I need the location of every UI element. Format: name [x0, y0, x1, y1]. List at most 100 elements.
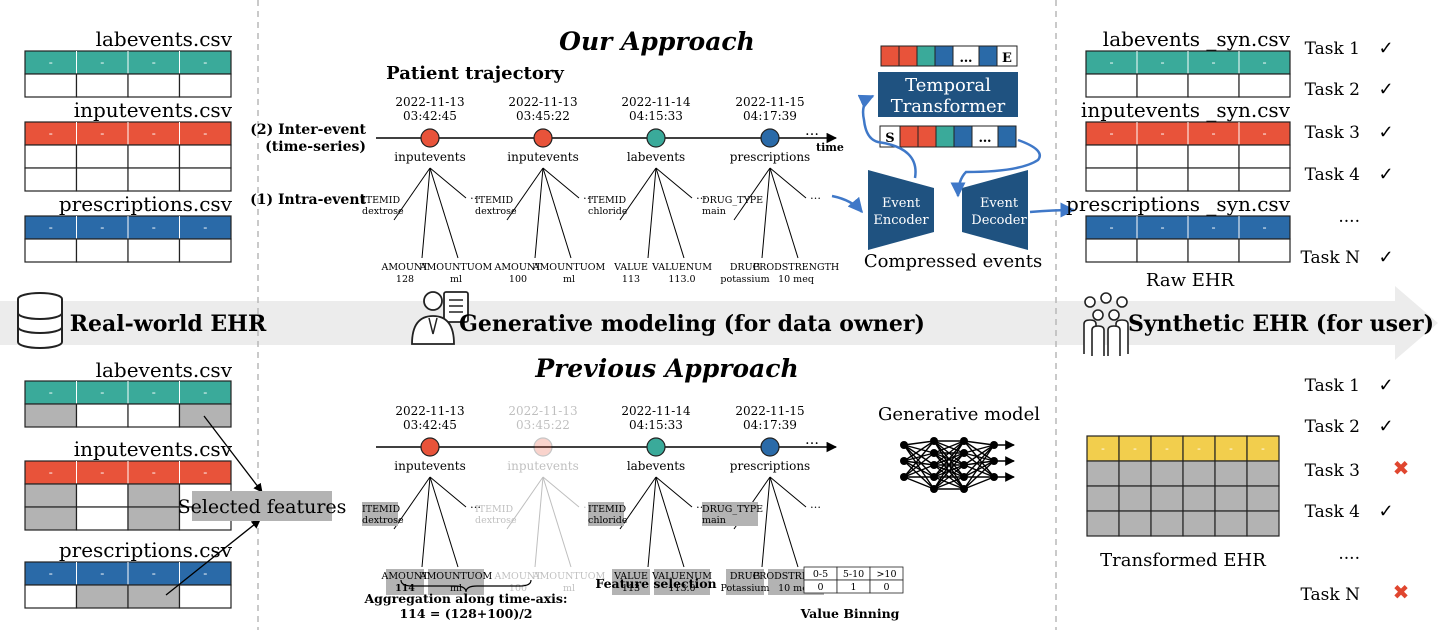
- nn-edge: [903, 464, 935, 478]
- header-mark: -: [1160, 221, 1164, 235]
- leaf-key: AMOUNTUOM: [419, 262, 493, 273]
- intra-event-label: (1) Intra-event: [250, 192, 366, 208]
- transformed-cell: [1246, 485, 1280, 512]
- tree-ellipsis: …: [470, 189, 481, 202]
- nn-node: [900, 473, 908, 481]
- table-cell: [127, 167, 181, 192]
- table-name-labevents-csv: labevents.csv: [96, 27, 233, 51]
- syn-check-icon: ✓: [1378, 247, 1393, 268]
- table-cell: [1238, 73, 1291, 98]
- users-icon: [1083, 292, 1129, 356]
- tree-ellipsis: …: [696, 189, 707, 202]
- tree-edge: [534, 167, 544, 259]
- event-3: 2022-11-1504:17:39prescriptions…DRUG_TYP…: [702, 95, 839, 285]
- syn-task: Task N: [1301, 248, 1361, 268]
- syn-task: ....: [1338, 207, 1360, 227]
- tree-edge: [542, 167, 572, 259]
- nn-edge: [963, 460, 995, 478]
- leaf-value: 10 meq: [778, 274, 814, 285]
- header-mark: -: [1133, 442, 1137, 455]
- leaf-key: VALUENUM: [651, 262, 712, 273]
- leaf-value: dextrose: [475, 206, 517, 217]
- token-start-label: S: [885, 131, 894, 146]
- nn-edge: [963, 452, 995, 478]
- event-time: 04:17:39: [743, 109, 797, 123]
- data-owner-icon: [411, 291, 469, 345]
- user-head: [1108, 309, 1120, 321]
- header-mark: -: [1109, 127, 1113, 141]
- table-cell: [75, 238, 129, 263]
- tree-edge: [421, 476, 431, 568]
- nn-node: [960, 473, 968, 481]
- syn-table-1: ----: [1085, 121, 1291, 192]
- header-mark: -: [203, 56, 207, 70]
- prev-table-name: labevents.csv: [96, 358, 233, 382]
- timeline-ellipsis: …: [805, 123, 819, 139]
- event-date: 2022-11-15: [735, 404, 804, 418]
- header-mark: -: [1165, 442, 1169, 455]
- nn-edge: [933, 440, 965, 466]
- transformed-cell: [1246, 460, 1280, 487]
- header-mark: -: [1211, 56, 1215, 70]
- token: [898, 45, 918, 67]
- transformed-cell: [1118, 460, 1152, 487]
- syn-task: Task 2: [1305, 80, 1360, 100]
- arrow-encoder-to-transformer: [857, 94, 917, 179]
- token-dots-label: …: [979, 131, 992, 146]
- header-mark: -: [152, 221, 156, 235]
- header-mark: -: [100, 466, 104, 480]
- table-cell: [24, 73, 78, 98]
- event-2: 2022-11-1404:15:33labevents…ITEMIDchlori…: [588, 404, 712, 595]
- db-body: [17, 299, 63, 349]
- table-cell: [127, 144, 181, 169]
- tree-edge: [534, 476, 544, 568]
- event-time: 03:45:22: [516, 418, 570, 432]
- nn-node: [960, 437, 968, 445]
- leaf-highlight: [428, 569, 484, 595]
- table-cell: [178, 584, 232, 609]
- nn-edge: [903, 444, 935, 466]
- leaf-value: ml: [450, 274, 462, 285]
- encoder-label-2: Encoder: [873, 213, 929, 228]
- event-time: 04:15:33: [629, 109, 683, 123]
- header-mark: -: [49, 466, 53, 480]
- token-end-label: E: [1002, 51, 1012, 66]
- timeline-ellipsis: …: [805, 432, 819, 448]
- leaf-key: DRUG: [730, 571, 760, 582]
- event-node-labevents: [646, 128, 666, 148]
- token: [880, 45, 900, 67]
- header-mark: -: [1211, 221, 1215, 235]
- nn-edge: [903, 452, 935, 478]
- tree-edge: [429, 476, 467, 508]
- nn-edge: [933, 440, 965, 478]
- leaf-key: AMOUNTUOM: [532, 262, 606, 273]
- table-cell: [1187, 73, 1240, 98]
- prev-task: Task 4: [1305, 502, 1360, 522]
- prev-task: ....: [1338, 544, 1360, 564]
- nn-node: [960, 449, 968, 457]
- syn-check-icon: ✓: [1378, 38, 1393, 59]
- transformed-header-cell: [1182, 435, 1216, 462]
- leaf-value: 100: [509, 583, 527, 594]
- tree-edge: [733, 167, 771, 221]
- leaf-highlight: [726, 569, 764, 595]
- temporal-label: Temporal: [905, 75, 991, 96]
- header-mark: -: [1262, 221, 1266, 235]
- table-cell: [178, 167, 232, 192]
- leaf-value: 113.0: [668, 274, 695, 285]
- nn-edge: [963, 452, 995, 462]
- tree-edge: [761, 167, 771, 259]
- table-cell: [178, 238, 232, 263]
- band-gen-label: Generative modeling (for data owner): [459, 311, 925, 337]
- leaf-key: ITEMID: [362, 195, 401, 206]
- user-head: [1116, 296, 1128, 308]
- nn-edge: [963, 440, 995, 478]
- nn-edge: [963, 444, 995, 454]
- table-cell: [1136, 238, 1189, 263]
- leaf-key: DRUG: [730, 262, 760, 273]
- transformed-ehr-caption: Transformed EHR: [1100, 550, 1266, 571]
- table-cell-selected: [127, 584, 181, 609]
- feature-selection-label: Feature selection: [595, 576, 716, 591]
- tree-edge: [655, 476, 685, 568]
- event-node-inputevents: [533, 437, 553, 457]
